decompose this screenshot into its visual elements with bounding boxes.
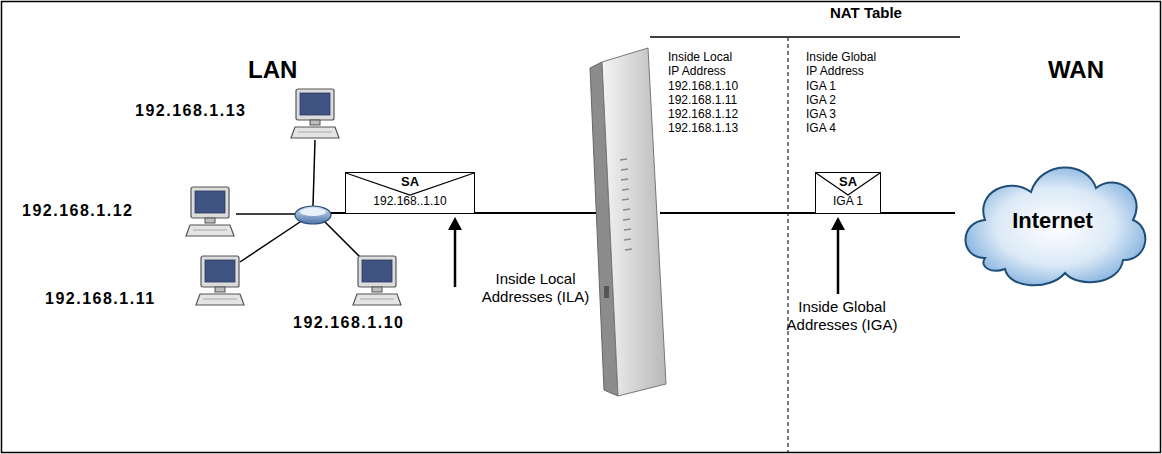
packet-envelope: SA IGA 1 xyxy=(815,172,881,214)
pointer-arrowhead xyxy=(831,217,845,230)
table-title: NAT Table xyxy=(830,4,902,21)
computer-icon xyxy=(186,187,234,236)
callout-label: Inside Local Addresses (ILA) xyxy=(478,270,593,306)
table-header: Inside Local IP Address xyxy=(668,50,740,78)
section-heading: WAN xyxy=(1048,56,1104,84)
host-address: 192.168.1.11 xyxy=(45,290,156,308)
network-link xyxy=(881,212,955,214)
table-rule xyxy=(650,36,960,38)
envelope-flap-line xyxy=(816,173,880,195)
callout-label: Inside Global Addresses (IGA) xyxy=(782,298,902,334)
computer-icon xyxy=(291,89,339,138)
hub-symbol xyxy=(295,206,331,224)
packet-envelope: SA 192.168..1.10 xyxy=(345,172,475,214)
lan-wire xyxy=(313,140,315,206)
router-leds xyxy=(620,159,632,250)
pointer-arrow xyxy=(454,228,457,287)
router-body xyxy=(602,48,666,396)
pointer-arrowhead xyxy=(448,217,462,230)
packet-field: SA xyxy=(839,174,857,189)
cloud-label: Internet xyxy=(1012,208,1093,233)
table-cell: 192.168.1.11 xyxy=(668,93,737,107)
host-address: 192.168.1.10 xyxy=(293,314,404,332)
lan-wire xyxy=(236,213,296,215)
table-cell: 192.168.1.13 xyxy=(668,121,738,135)
table-cell: IGA 2 xyxy=(806,93,836,107)
packet-address: 192.168..1.10 xyxy=(373,194,446,208)
lan-wire xyxy=(323,220,365,262)
table-cell: 192.168.1.10 xyxy=(668,79,738,93)
table-cell: 192.168.1.12 xyxy=(668,107,738,121)
table-cell: IGA 1 xyxy=(806,79,836,93)
wan-link xyxy=(660,212,816,214)
host-address: 192.168.1.12 xyxy=(22,202,133,220)
envelope-flap-line xyxy=(346,173,474,195)
packet-field: SA xyxy=(401,174,419,189)
table-header: Inside Global IP Address xyxy=(806,50,883,78)
cloud-shape xyxy=(966,167,1146,285)
host-address: 192.168.1.13 xyxy=(135,102,246,120)
packet-address: IGA 1 xyxy=(833,194,863,208)
computer-icon xyxy=(353,256,401,305)
section-heading: LAN xyxy=(248,56,297,84)
lan-wire xyxy=(240,220,303,262)
pointer-arrow xyxy=(837,228,840,294)
computer-icon xyxy=(196,256,244,305)
router-port xyxy=(604,286,609,298)
lan-wan-divider xyxy=(787,37,788,452)
hub-highlight xyxy=(300,208,326,216)
table-cell: IGA 3 xyxy=(806,107,836,121)
table-cell: IGA 4 xyxy=(806,121,836,135)
internet-cloud: Internet xyxy=(955,148,1150,292)
